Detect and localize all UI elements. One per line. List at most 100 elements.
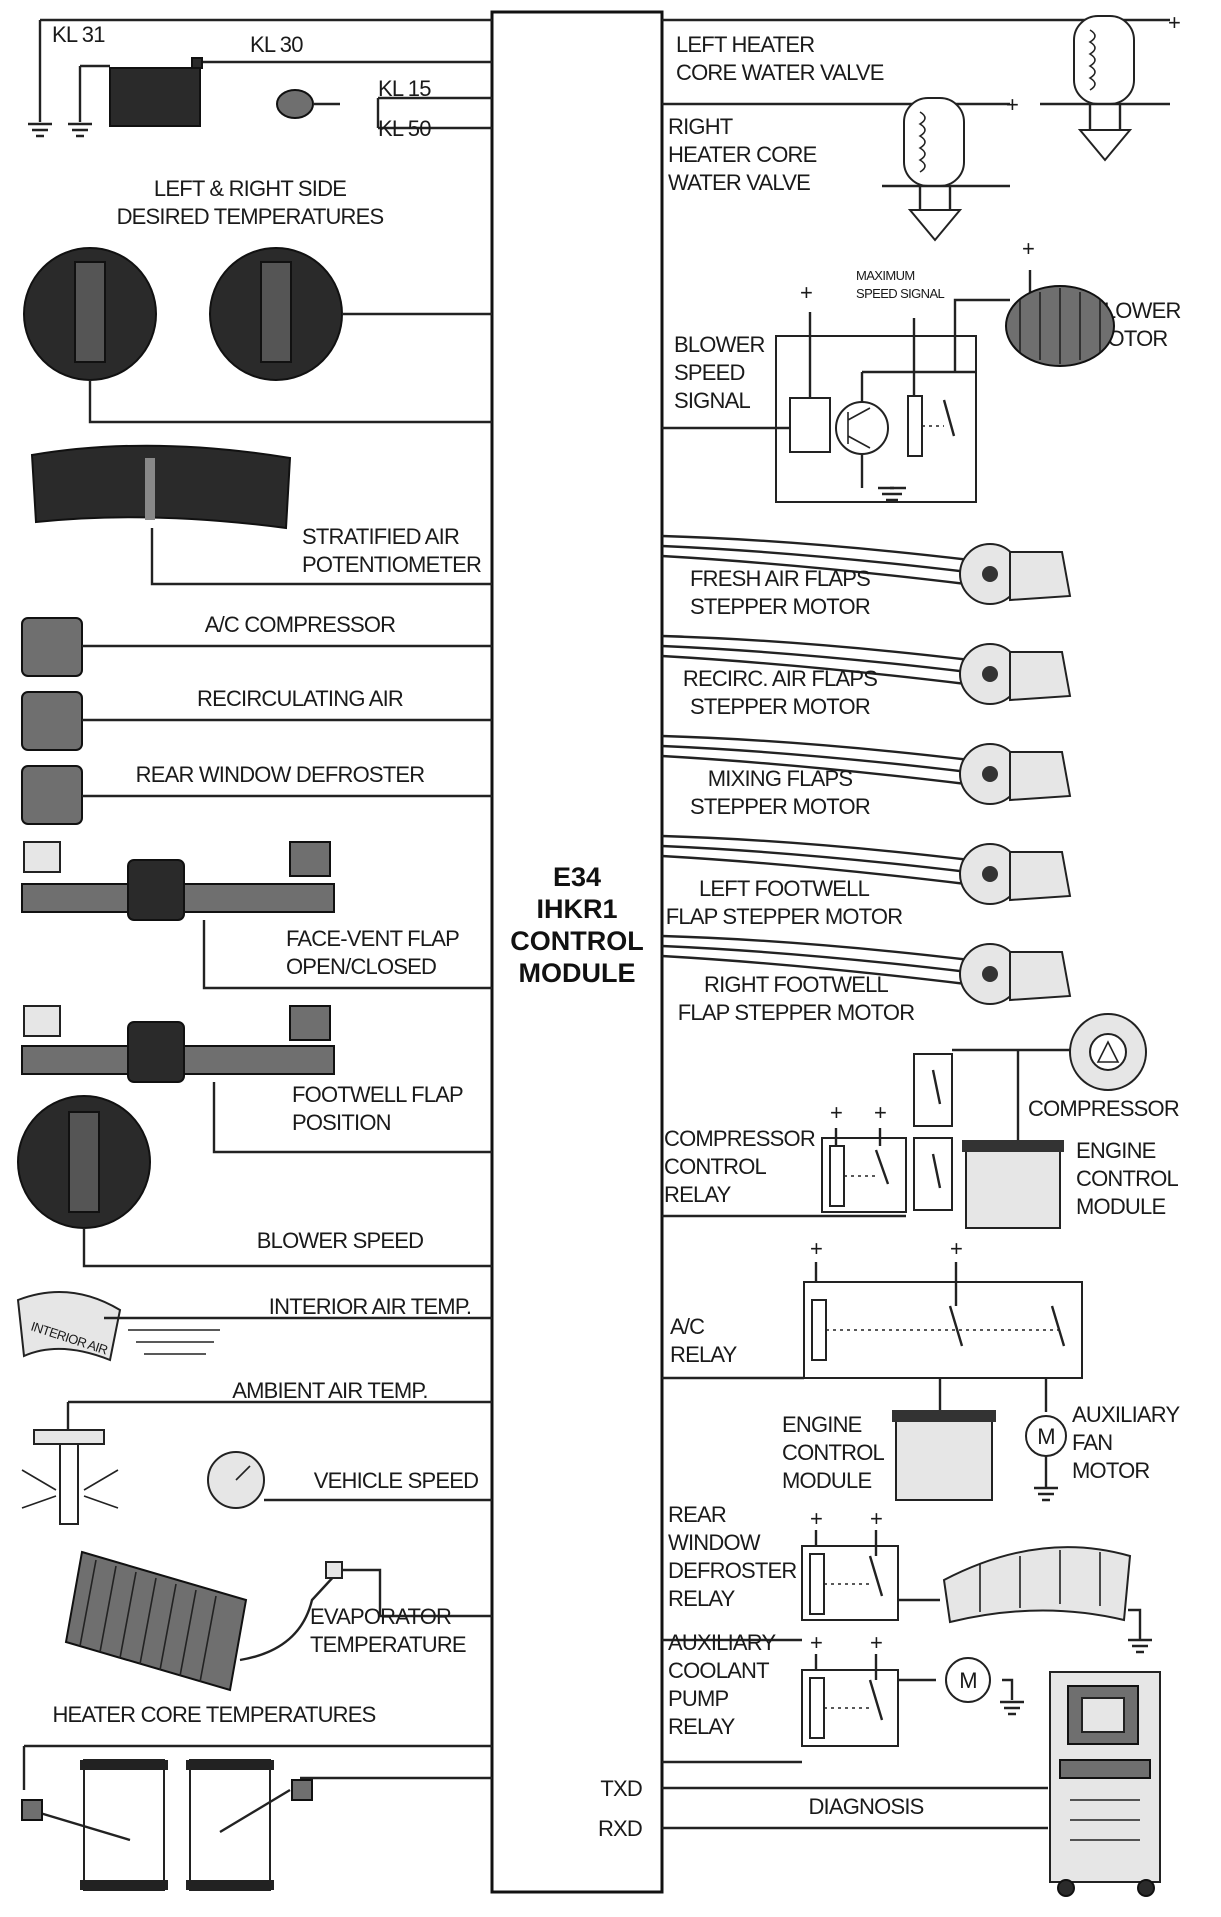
rear-defroster-label-4: RELAY — [668, 1586, 736, 1611]
ambient-air-wire — [66, 1400, 492, 1430]
blower-knob-grip — [68, 1111, 100, 1213]
blower-signal-label-2: SPEED — [674, 360, 745, 385]
engine-module-1-label-1: ENGINE — [1076, 1138, 1156, 1163]
right-valve-label-2: HEATER CORE — [668, 142, 817, 167]
evaporator-label-2: TEMPERATURE — [310, 1632, 466, 1657]
rear-defroster-button-icon — [21, 765, 83, 825]
stepper-motors: FRESH AIR FLAPS STEPPER MOTOR RECIRC. AI… — [661, 534, 1072, 1025]
right-knob-grip — [260, 261, 292, 363]
evaporator-wire — [342, 1568, 492, 1618]
footwell-wire — [212, 1082, 492, 1154]
module-label-1: E34 — [553, 862, 601, 892]
cart-wheel-left — [1057, 1879, 1075, 1897]
control-module: E34 IHKR1 CONTROL MODULE — [490, 10, 664, 1894]
desired-temps-label-1: LEFT & RIGHT SIDE — [154, 176, 346, 201]
right-valve-plus: + — [1006, 92, 1018, 117]
face-vent-wire — [202, 920, 492, 990]
engine-module-2-label-1: ENGINE — [782, 1412, 862, 1437]
heater-core-temps: HEATER CORE TEMPERATURES — [21, 1702, 492, 1891]
fresh-air-motor-body — [1009, 551, 1072, 602]
right-valve-body — [882, 184, 1010, 210]
left-heater-valve-icon — [1073, 15, 1135, 105]
ignition-key-icon — [276, 89, 314, 119]
footwell-slider-handle — [127, 1021, 185, 1083]
face-vent-left-icon — [23, 841, 61, 873]
kl50-label: KL 50 — [378, 116, 431, 141]
battery-terminal — [191, 57, 203, 69]
diagnostic-drawers — [1070, 1799, 1140, 1841]
ac-relay-wires — [662, 1262, 1066, 1412]
right-footwell-wires — [661, 934, 971, 986]
compressor-label: COMPRESSOR — [1028, 1096, 1179, 1121]
diagnostic-screen — [1081, 1697, 1125, 1733]
right-valve-label-3: WATER VALVE — [668, 170, 810, 195]
blower-signal-label-3: SIGNAL — [674, 388, 750, 413]
compressor-relay: COMPRESSOR + + COMPRESSOR CONTROL RELAY … — [662, 1013, 1180, 1229]
diagnostic-keyboard — [1059, 1759, 1151, 1779]
rear-defroster-plus-1: + — [810, 1506, 822, 1531]
footwell-right-icon — [289, 1005, 331, 1041]
right-footwell-motor-body — [1009, 951, 1072, 1002]
transistor-symbol — [847, 407, 871, 449]
right-valve-label-1: RIGHT — [668, 114, 733, 139]
recirculating-label: RECIRCULATING AIR — [197, 686, 403, 711]
heater-core-probes — [29, 1788, 291, 1842]
ambient-sensor-mount — [33, 1429, 105, 1445]
face-vent-label-2: OPEN/CLOSED — [286, 954, 436, 979]
compressor-mark — [1096, 1040, 1120, 1063]
compressor-relay-coil-icon — [829, 1145, 845, 1207]
blower-speed-knob: BLOWER SPEED — [17, 1095, 492, 1268]
recirc-air-motor-body — [1009, 651, 1072, 702]
fresh-air-label-1: FRESH AIR FLAPS — [690, 566, 870, 591]
rear-defroster-relay: + + REAR WINDOW DEFROSTER RELAY — [662, 1502, 1152, 1654]
right-footwell-label-1: RIGHT FOOTWELL — [704, 972, 889, 997]
compressor-relay-plus-2: + — [874, 1100, 886, 1125]
rear-defroster-label-2: WINDOW — [668, 1530, 761, 1555]
rear-defroster-wires — [662, 1530, 940, 1642]
aux-coolant-label-1: AUXILIARY — [668, 1630, 776, 1655]
face-vent-slider: FACE-VENT FLAP OPEN/CLOSED — [21, 841, 492, 990]
heater-core-left-icon — [83, 1759, 165, 1891]
mixing-label-1: MIXING FLAPS — [708, 766, 853, 791]
footwell-label-1: FOOTWELL FLAP — [292, 1082, 463, 1107]
heater-core-wires — [22, 1744, 492, 1790]
engine-module-2-label-2: CONTROL — [782, 1440, 885, 1465]
left-footwell-label-1: LEFT FOOTWELL — [699, 876, 870, 901]
compressor-relay-label-3: RELAY — [664, 1182, 732, 1207]
blower-motor-plus: + — [1022, 236, 1034, 261]
aux-fan-label-2: FAN — [1072, 1430, 1112, 1455]
desired-temps-label-2: DESIRED TEMPERATURES — [117, 204, 384, 229]
left-valve-coil — [1088, 29, 1096, 91]
compressor-clutch-relay-top — [913, 1053, 953, 1127]
heater-core-right-cap — [186, 1760, 274, 1770]
aux-coolant-label-2: COOLANT — [668, 1658, 769, 1683]
stratified-air: STRATIFIED AIR POTENTIOMETER — [30, 444, 492, 586]
compressor-hub — [1089, 1033, 1127, 1071]
module-label-4: MODULE — [519, 958, 636, 988]
stratified-air-vent-icon — [30, 444, 292, 530]
blower-circuit: MAXIMUM SPEED SIGNAL BLOWER SPEED SIGNAL… — [662, 236, 1181, 503]
recirc-air-motor-shaft — [982, 666, 998, 682]
left-footwell-motor-shaft — [982, 866, 998, 882]
heater-core-temps-label: HEATER CORE TEMPERATURES — [52, 1702, 375, 1727]
heater-core-left-sensor-icon — [21, 1799, 43, 1821]
switch-buttons: A/C COMPRESSOR RECIRCULATING AIR REAR WI… — [21, 612, 492, 825]
stratified-label-2: POTENTIOMETER — [302, 552, 481, 577]
mixing-motor-body — [1009, 751, 1072, 802]
aux-fan-label-3: MOTOR — [1072, 1458, 1149, 1483]
ac-compressor-label: A/C COMPRESSOR — [205, 612, 396, 637]
fresh-air-label-2: STEPPER MOTOR — [690, 594, 870, 619]
face-vent-slider-handle — [127, 859, 185, 921]
blower-signal-label-1: BLOWER — [674, 332, 765, 357]
left-footwell-motor-body — [1009, 851, 1072, 902]
ambient-air-label: AMBIENT AIR TEMP. — [232, 1378, 427, 1403]
module-label-3: CONTROL — [510, 926, 643, 956]
heater-core-left-cap — [80, 1760, 168, 1770]
heater-core-right-base — [186, 1880, 274, 1890]
rear-defroster-plus-2: + — [870, 1506, 882, 1531]
left-knob-grip — [74, 261, 106, 363]
engine-control-module-2-icon — [895, 1419, 993, 1501]
heater-core-right-sensor-icon — [291, 1779, 313, 1801]
left-valve-body — [1040, 102, 1170, 130]
coolant-pump-ground-icon — [1000, 1700, 1024, 1716]
